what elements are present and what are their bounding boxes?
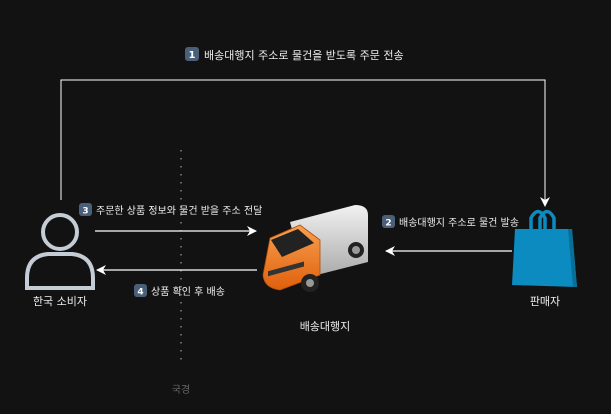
svg-text:1: 1 <box>189 50 196 61</box>
svg-text:4: 4 <box>137 288 143 298</box>
svg-text:주문한 상품 정보와 물건 받을 주소 전달: 주문한 상품 정보와 물건 받을 주소 전달 <box>96 205 262 217</box>
step-2-label: 2 배송대행지 주소로 물건 발송 <box>382 215 519 229</box>
order-route-line <box>60 79 550 207</box>
svg-text:3: 3 <box>82 207 88 217</box>
svg-text:2: 2 <box>385 219 391 229</box>
svg-text:상품 확인 후 배송: 상품 확인 후 배송 <box>151 286 225 298</box>
person-icon <box>25 213 95 290</box>
truck-icon <box>262 205 368 292</box>
step-4-label: 4 상품 확인 후 배송 <box>134 284 225 298</box>
border-label: 국경 <box>172 383 190 396</box>
svg-text:배송대행지 주소로 물건 발송: 배송대행지 주소로 물건 발송 <box>399 217 519 229</box>
shopping-bag-icon <box>512 209 577 287</box>
consumer-label: 한국 소비자 <box>33 295 87 308</box>
svg-text:배송대행지 주소로 물건을 받도록 주문 전송: 배송대행지 주소로 물건을 받도록 주문 전송 <box>204 49 404 62</box>
forwarder-label: 배송대행지 <box>300 320 351 333</box>
step-1-label: 1 배송대행지 주소로 물건을 받도록 주문 전송 <box>185 47 404 62</box>
seller-label: 판매자 <box>530 295 560 308</box>
step-3-label: 3 주문한 상품 정보와 물건 받을 주소 전달 <box>79 203 262 217</box>
